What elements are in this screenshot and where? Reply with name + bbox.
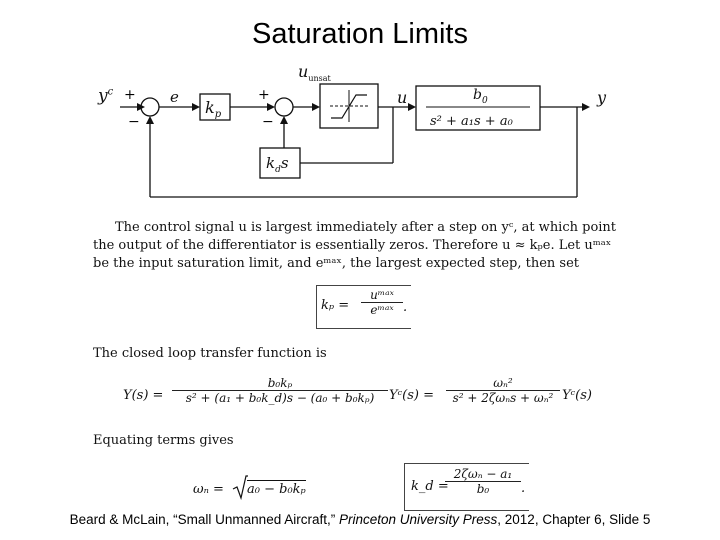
tf-numerator-2: ωₙ² [446, 376, 560, 391]
kp-equation-lhs: kₚ = [321, 298, 350, 313]
plant-numerator: b0 [473, 87, 488, 106]
block-diagram [120, 83, 590, 198]
wn-lhs: ωₙ = [193, 482, 224, 497]
kd-lhs: k_d = [411, 479, 449, 494]
error-label: e [170, 88, 179, 106]
footer-chapter-slide: , 2012, Chapter 6, Slide 5 [497, 512, 651, 527]
kd-numerator: 2ζωₙ − a₁ [445, 467, 521, 482]
kp-equation-fraction: uᵐᵃˣ eᵐᵃˣ [361, 288, 403, 317]
equating-terms-text: Equating terms gives [93, 433, 234, 448]
minus-sign-2: − [262, 114, 274, 130]
kd-equation-box: k_d = 2ζωₙ − a₁ b₀ . [404, 463, 529, 511]
plus-sign-1: + [124, 87, 136, 103]
wn-radicand: a₀ − b₀kₚ [247, 480, 306, 497]
minus-sign-1: − [128, 114, 140, 130]
footer-authors: Beard & McLain, “Small Unmanned Aircraft… [69, 512, 339, 527]
u-unsat-label: uunsat [298, 62, 331, 84]
kd-period: . [521, 481, 526, 496]
tf-rhs: Yᶜ(s) [562, 388, 592, 403]
plant-denominator: s² + a₁s + a₀ [430, 114, 513, 129]
kp-numerator: uᵐᵃˣ [361, 288, 403, 303]
kds-label: kds [266, 154, 289, 175]
y-label: y [597, 88, 607, 107]
tf-middle: Yᶜ(s) = [389, 388, 435, 403]
kd-fraction: 2ζωₙ − a₁ b₀ [445, 467, 521, 496]
paragraph-line-2: the output of the differentiator is esse… [93, 238, 612, 253]
footer-publisher: Princeton University Press [338, 512, 498, 527]
sqrt-sign [232, 475, 248, 500]
kp-label: kp [205, 98, 222, 121]
tf-fraction-2: ωₙ² s² + 2ζωₙs + ωₙ² [446, 376, 560, 405]
paragraph-line-1: The control signal u is largest immediat… [115, 220, 617, 235]
slide-title: Saturation Limits [252, 18, 468, 50]
yc-label: yc [98, 86, 114, 106]
tf-numerator-1: b₀kₚ [172, 376, 388, 391]
plant-block [415, 85, 541, 131]
kd-denominator: b₀ [476, 482, 490, 496]
summing-junction-2 [274, 97, 294, 117]
tf-denominator-2: s² + 2ζωₙs + ωₙ² [452, 391, 554, 405]
saturation-block [319, 83, 379, 129]
tf-fraction-1: b₀kₚ s² + (a₁ + b₀k_d)s − (a₀ + b₀kₚ) [172, 376, 388, 405]
kds-block [259, 147, 301, 179]
tf-lhs: Y(s) = [123, 388, 164, 403]
kp-equation-box: kₚ = uᵐᵃˣ eᵐᵃˣ . [316, 285, 411, 329]
u-label: u [397, 88, 408, 107]
plus-sign-2: + [258, 87, 270, 103]
kp-denominator: eᵐᵃˣ [370, 303, 394, 317]
kp-period: . [403, 300, 408, 315]
tf-denominator-1: s² + (a₁ + b₀k_d)s − (a₀ + b₀kₚ) [185, 391, 375, 405]
footer-citation: Beard & McLain, “Small Unmanned Aircraft… [0, 512, 720, 527]
closed-loop-text: The closed loop transfer function is [93, 346, 327, 361]
paragraph-line-3: be the input saturation limit, and eᵐᵃˣ,… [93, 256, 580, 271]
